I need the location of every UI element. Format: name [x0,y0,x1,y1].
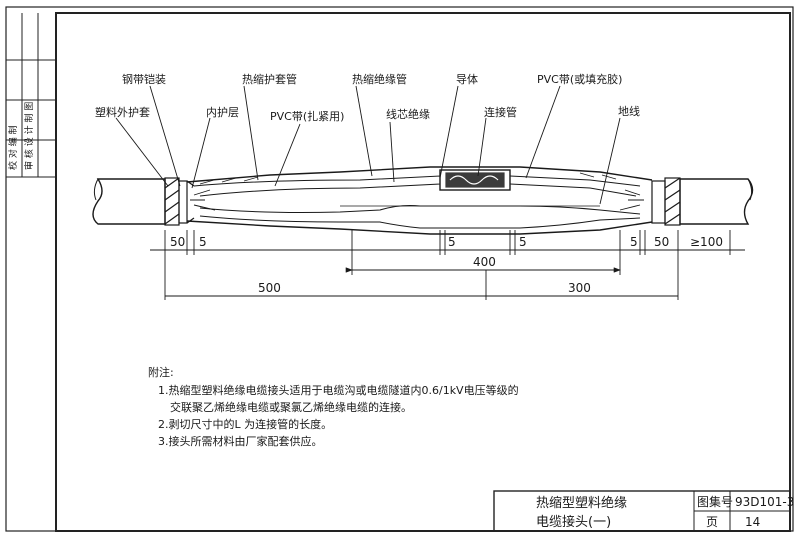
dimension-texts: 50 5 5 5 5 50 ≥100 400 500 300 [170,235,723,295]
outer-heat-shrink-tube [186,166,653,183]
dim-400: 400 [473,255,496,269]
dimension-lines [150,230,745,300]
connector-tube [439,169,511,191]
dim-50-left: 50 [170,235,185,249]
notes: 附注: 1.热缩型塑料绝缘电缆接头适用于电缆沟或电缆隧道内0.6/1kV电压等级… [148,365,519,448]
side-strip-col2: 审 核 设 计 制 图 [23,102,35,170]
side-strip: 校 对 编 制 审 核 设 计 制 图 [6,13,56,178]
note-3: 3.接头所需材料由厂家配套供应。 [158,434,323,448]
label-conductor: 导体 [456,72,478,86]
title-line1: 热缩型塑料绝缘 [536,495,627,511]
dim-300: 300 [568,281,591,295]
side-strip-col1: 校 对 编 制 [7,125,19,170]
note-2: 2.剥切尺寸中的L 为连接管的长度。 [158,417,332,431]
labels: 钢带铠装 塑料外护套 内护层 热缩护套管 PVC带(扎紧用) 热缩绝缘管 线芯绝… [95,72,640,123]
page-value: 14 [745,515,760,529]
dim-5-right: 5 [630,235,638,249]
label-heat-shrink-insulation-tube: 热缩绝缘管 [352,72,407,86]
cable-joint-drawing [92,166,754,235]
dim-5-left: 5 [199,235,207,249]
lower-core-insulation [199,205,641,215]
dim-500: 500 [258,281,281,295]
atlas-label: 图集号 [697,494,733,509]
label-outer-sheath: 塑料外护套 [95,105,150,119]
label-inner-layer: 内护层 [206,105,239,119]
title-block: 热缩型塑料绝缘 电缆接头(一) 图集号 93D101-3 页 14 [493,490,794,532]
dim-5-mid-right: 5 [519,235,527,249]
notes-heading: 附注: [148,365,174,379]
dim-50-right: 50 [654,235,669,249]
dim-5-mid-left: 5 [448,235,456,249]
leader-lines [115,85,621,205]
right-armor-block [664,177,681,226]
label-steel-armor: 钢带铠装 [122,72,166,86]
left-cable-sheath [92,178,166,225]
label-pvc-tape-filler: PVC带(或填充胶) [537,72,622,86]
label-pvc-tape-binding: PVC带(扎紧用) [270,109,344,123]
note-1: 1.热缩型塑料绝缘电缆接头适用于电缆沟或电缆隧道内0.6/1kV电压等级的 [158,383,519,397]
label-heat-shrink-sheath-tube: 热缩护套管 [242,72,297,86]
page-label: 页 [706,515,718,529]
atlas-value: 93D101-3 [735,495,794,509]
label-ground-wire: 地线 [618,104,640,118]
dim-100-right: ≥100 [690,235,723,249]
inner-border [55,12,791,532]
title-line2: 电缆接头(一) [536,514,611,530]
right-cable-sheath [679,178,754,225]
note-1-cont: 交联聚乙烯绝缘电缆或聚氯乙烯绝缘电缆的连接。 [170,400,412,414]
label-core-insulation: 线芯绝缘 [386,107,430,121]
label-connector-tube: 连接管 [484,105,517,119]
